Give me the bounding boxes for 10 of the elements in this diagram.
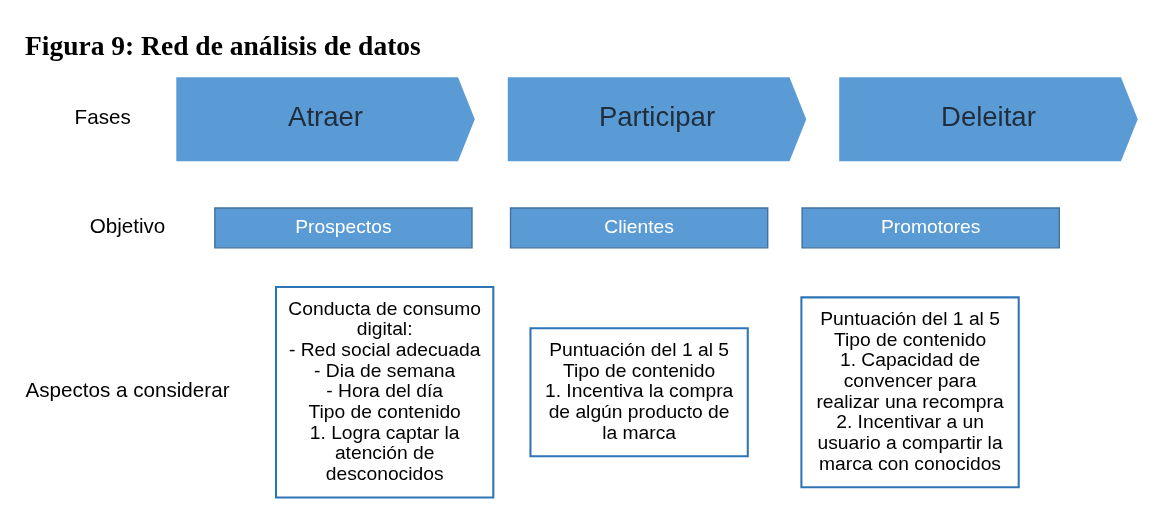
label: Objetivo: [89, 213, 166, 237]
diagram-title: Figura 9: Red de análisis de datos: [25, 29, 421, 61]
label: Fases: [74, 105, 131, 129]
node-box: Puntuación del 1 al 5 Tipo de contenido 1. Capacidad de convencer para realizar una recompra 2. Incentivar a un usuario a compartir la marca con conocidos: [800, 296, 1020, 489]
node-box: Clientes: [509, 207, 769, 249]
node-box: Promotores: [801, 207, 1060, 249]
node-box: Prospectos: [214, 207, 473, 249]
node-box: Puntuación del 1 al 5 Tipo de contenido 1. Incentiva la compra de algún producto de la marca: [529, 327, 749, 458]
label: Aspectos a considerar: [25, 378, 230, 402]
node-box: Conducta de consumo digital: - Red social adecuada - Dia de semana - Hora del día Tipo de contenido 1. Logra captar la atención de desconocidos: [275, 286, 495, 499]
